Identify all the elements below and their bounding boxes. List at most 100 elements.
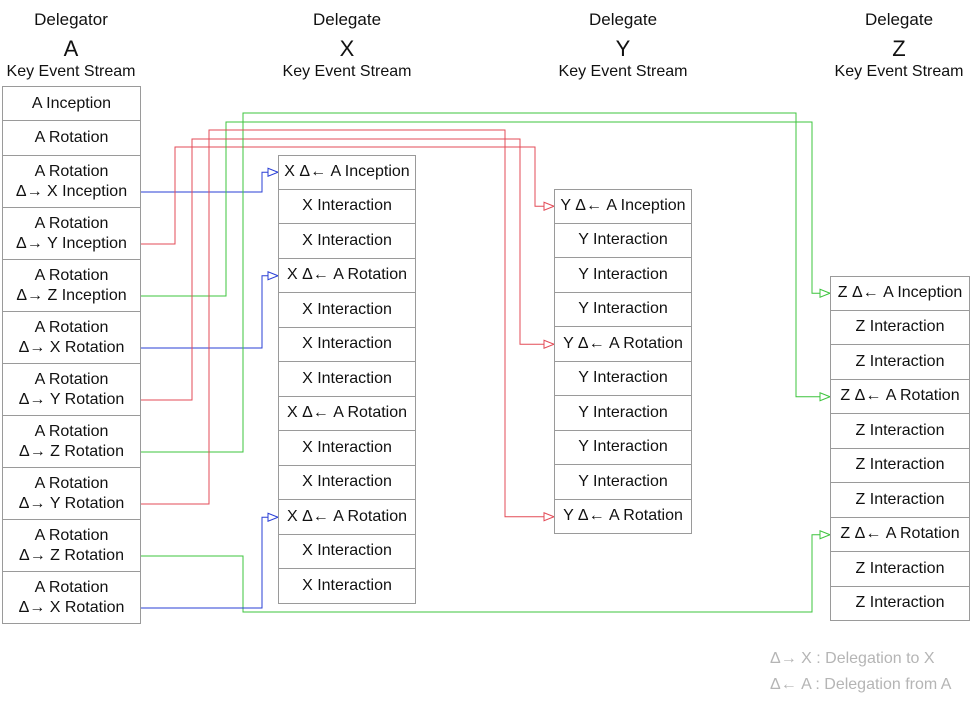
- event-y-3: Y Interaction: [554, 291, 692, 327]
- event-label: Z Interaction: [855, 352, 945, 370]
- event-label: X Δ← A Rotation: [286, 507, 408, 525]
- event-label: Δ→ Y Rotation: [18, 390, 125, 408]
- event-label: Δ→ X Inception: [15, 182, 128, 200]
- event-label: A Rotation: [34, 474, 109, 492]
- event-x-9: X Interaction: [278, 464, 416, 500]
- event-x-7: X Δ← A Rotation: [278, 395, 416, 431]
- event-label: Z Interaction: [855, 318, 945, 336]
- event-label: X Δ← A Inception: [284, 163, 410, 181]
- connector-line: [141, 129, 554, 518]
- header-role: Delegate: [864, 10, 934, 29]
- event-x-4: X Interaction: [278, 292, 416, 328]
- header-letter: Y: [615, 36, 631, 61]
- legend-delegation-from: Δ← A : Delegation from A: [770, 676, 952, 693]
- event-label: Z Δ← A Rotation: [840, 387, 960, 405]
- header-letter: Z: [892, 36, 906, 61]
- event-y-6: Y Interaction: [554, 395, 692, 431]
- header-role: Delegate: [312, 10, 382, 29]
- event-label: A Rotation: [34, 578, 109, 596]
- event-x-12: X Interaction: [278, 568, 416, 604]
- event-label: X Interaction: [302, 542, 392, 560]
- event-label: Z Interaction: [855, 559, 945, 577]
- event-a-10: A Rotation Δ→ X Rotation: [2, 571, 141, 624]
- event-y-7: Y Interaction: [554, 429, 692, 465]
- event-z-1: Z Interaction: [830, 309, 970, 345]
- event-label: Y Interaction: [578, 369, 668, 387]
- arrowhead-icon: [819, 530, 832, 540]
- event-label: X Interaction: [302, 197, 392, 215]
- header-subtitle: Key Event Stream: [6, 63, 136, 80]
- event-label: Z Interaction: [855, 421, 945, 439]
- legend-delegation-to: Δ→ X : Delegation to X: [770, 650, 935, 667]
- event-label: Z Δ← A Rotation: [840, 525, 960, 543]
- event-x-0: X Δ← A Inception: [278, 155, 416, 190]
- event-label: A Rotation: [34, 422, 109, 440]
- event-y-0: Y Δ← A Inception: [554, 189, 692, 224]
- event-label: Z Interaction: [855, 456, 945, 474]
- event-a-7: A Rotation Δ→ Z Rotation: [2, 415, 141, 468]
- arrowhead-icon: [267, 512, 280, 522]
- header-role: Delegator: [34, 10, 108, 29]
- event-label: A Rotation: [34, 526, 109, 544]
- event-label: Y Interaction: [578, 438, 668, 456]
- event-label: Δ→ X Rotation: [18, 338, 125, 356]
- event-label: X Interaction: [302, 335, 392, 353]
- arrowhead-icon: [267, 271, 280, 281]
- event-label: X Interaction: [302, 369, 392, 387]
- event-z-7: Z Δ← A Rotation: [830, 516, 970, 552]
- event-label: A Inception: [31, 94, 112, 112]
- event-label: Z Interaction: [855, 594, 945, 612]
- event-z-3: Z Δ← A Rotation: [830, 378, 970, 414]
- header-role: Delegate: [588, 10, 658, 29]
- event-a-2: A Rotation Δ→ X Inception: [2, 155, 141, 208]
- event-z-6: Z Interaction: [830, 482, 970, 518]
- event-label: Δ→ Z Rotation: [19, 546, 124, 564]
- event-label: X Interaction: [302, 300, 392, 318]
- event-label: A Rotation: [34, 129, 109, 146]
- event-x-5: X Interaction: [278, 326, 416, 362]
- arrowhead-icon: [543, 512, 556, 522]
- event-y-4: Y Δ← A Rotation: [554, 326, 692, 362]
- arrowhead-icon: [543, 339, 556, 349]
- header-letter: A: [63, 36, 79, 61]
- event-x-6: X Interaction: [278, 361, 416, 397]
- connector-line: [141, 516, 278, 609]
- event-x-1: X Interaction: [278, 188, 416, 224]
- event-label: Δ→ Z Rotation: [19, 442, 124, 460]
- event-z-5: Z Interaction: [830, 447, 970, 483]
- header-subtitle: Key Event Stream: [558, 63, 688, 80]
- event-label: A Rotation: [34, 318, 109, 336]
- event-label: Y Interaction: [578, 403, 668, 421]
- event-x-8: X Interaction: [278, 430, 416, 466]
- event-label: Δ→ X Rotation: [18, 598, 125, 616]
- event-x-10: X Δ← A Rotation: [278, 499, 416, 535]
- event-label: Y Δ← A Inception: [560, 197, 686, 215]
- event-label: Z Interaction: [855, 490, 945, 508]
- event-y-9: Y Δ← A Rotation: [554, 498, 692, 534]
- event-label: Y Δ← A Rotation: [563, 334, 683, 352]
- event-label: X Interaction: [302, 473, 392, 491]
- header-subtitle: Key Event Stream: [834, 63, 964, 80]
- arrowhead-icon: [819, 392, 832, 402]
- event-label: X Interaction: [302, 438, 392, 456]
- header-letter: X: [339, 36, 355, 61]
- event-z-0: Z Δ← A Inception: [830, 276, 970, 311]
- event-label: Δ→ Y Inception: [16, 234, 127, 252]
- event-label: Z Δ← A Inception: [837, 284, 963, 302]
- event-label: Y Δ← A Rotation: [563, 507, 683, 525]
- event-a-0: A Inception: [2, 86, 141, 121]
- event-y-8: Y Interaction: [554, 464, 692, 500]
- event-label: Y Interaction: [578, 300, 668, 318]
- connector-line: [141, 534, 830, 613]
- arrowhead-icon: [819, 288, 832, 298]
- event-label: X Interaction: [302, 576, 392, 594]
- event-label: A Rotation: [34, 162, 109, 180]
- event-y-1: Y Interaction: [554, 222, 692, 258]
- event-label: X Δ← A Rotation: [286, 266, 408, 284]
- event-label: Y Interaction: [578, 472, 668, 490]
